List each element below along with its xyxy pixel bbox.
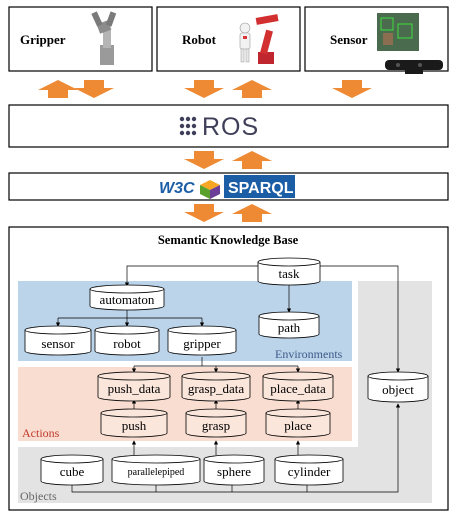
robot-cylinder: robot <box>94 325 160 356</box>
ros-to-sparql-down-arrow <box>184 151 224 169</box>
environments-region-label: Environments <box>275 347 343 361</box>
sparql-label: SPARQL <box>228 180 294 197</box>
cube-cylinder: cube <box>40 454 104 486</box>
ros-label: ROS <box>202 113 259 141</box>
bottom-arrows <box>184 204 272 222</box>
middle-arrows <box>184 151 272 169</box>
path-cylinder: path <box>258 311 320 339</box>
task-label: task <box>279 266 300 281</box>
ros-bar: ROS <box>8 104 449 148</box>
cylinder-cylinder: cylinder <box>274 454 344 486</box>
gripper-box-label: Gripper <box>20 32 66 47</box>
push-cylinder: push <box>100 408 168 438</box>
object-label: object <box>382 382 414 397</box>
robot-up-arrow <box>232 80 272 98</box>
place-label: place <box>284 418 312 433</box>
parallelepiped-cylinder: parallelepiped <box>111 454 201 486</box>
sphere-label: sphere <box>217 464 251 479</box>
robot-label: robot <box>113 336 141 351</box>
cylinder-label: cylinder <box>288 464 331 479</box>
gripper-down-arrow <box>74 80 114 98</box>
grasp-data-label: grasp_data <box>188 381 245 396</box>
connector-lines <box>55 265 401 493</box>
actions-region-label: Actions <box>22 426 60 440</box>
sensor-down-arrow <box>332 80 372 98</box>
robot-box: Robot <box>156 6 301 72</box>
gripper-up-arrow <box>38 80 78 98</box>
grasp-label: grasp <box>202 418 230 433</box>
place-data-label: place_data <box>270 381 326 396</box>
object-cylinder: object <box>367 371 429 403</box>
sparql-bar: W3C SPARQL <box>8 172 449 201</box>
automaton-cylinder: automaton <box>89 284 165 311</box>
robot-box-label: Robot <box>182 32 217 47</box>
sensor-box: Sensor <box>304 6 449 74</box>
place-cylinder: place <box>265 408 331 438</box>
push-data-cylinder: push_data <box>97 371 171 402</box>
sensor-cylinder: sensor <box>24 325 92 356</box>
automaton-label: automaton <box>100 292 155 307</box>
knowledge-base: Semantic Knowledge Base Objects Environm… <box>8 226 449 511</box>
path-label: path <box>278 320 301 335</box>
parallelepiped-label: parallelepiped <box>128 467 185 478</box>
grasp-cylinder: grasp <box>185 408 247 438</box>
gripper-arm-image <box>91 11 117 65</box>
kb-to-sparql-up-arrow <box>232 204 272 222</box>
objects-region <box>18 281 432 503</box>
gripper-cylinder: gripper <box>167 325 237 356</box>
w3c-label: W3C <box>159 180 195 197</box>
sparql-badge <box>224 175 295 198</box>
task-cylinder: task <box>257 257 321 286</box>
semantic-web-cube-icon <box>200 180 220 199</box>
push-label: push <box>122 418 147 433</box>
sphere-cylinder: sphere <box>203 454 265 486</box>
sensor-label: sensor <box>41 336 75 351</box>
gripper-box: Gripper <box>8 6 153 72</box>
sparql-to-ros-up-arrow <box>232 151 272 169</box>
push-data-label: push_data <box>108 381 161 396</box>
robot-down-arrow <box>184 80 224 98</box>
objects-region-label: Objects <box>20 489 57 503</box>
sparql-to-kb-down-arrow <box>184 204 224 222</box>
place-data-cylinder: place_data <box>262 371 334 402</box>
grasp-data-cylinder: grasp_data <box>181 371 251 402</box>
robot-image <box>239 14 279 64</box>
gripper-label: gripper <box>183 336 221 351</box>
top-arrows <box>38 80 372 98</box>
cube-label: cube <box>60 464 85 479</box>
ros-logo-dots <box>179 116 197 136</box>
sensor-image <box>377 13 443 74</box>
sensor-box-label: Sensor <box>330 32 368 47</box>
kb-title: Semantic Knowledge Base <box>158 233 299 247</box>
